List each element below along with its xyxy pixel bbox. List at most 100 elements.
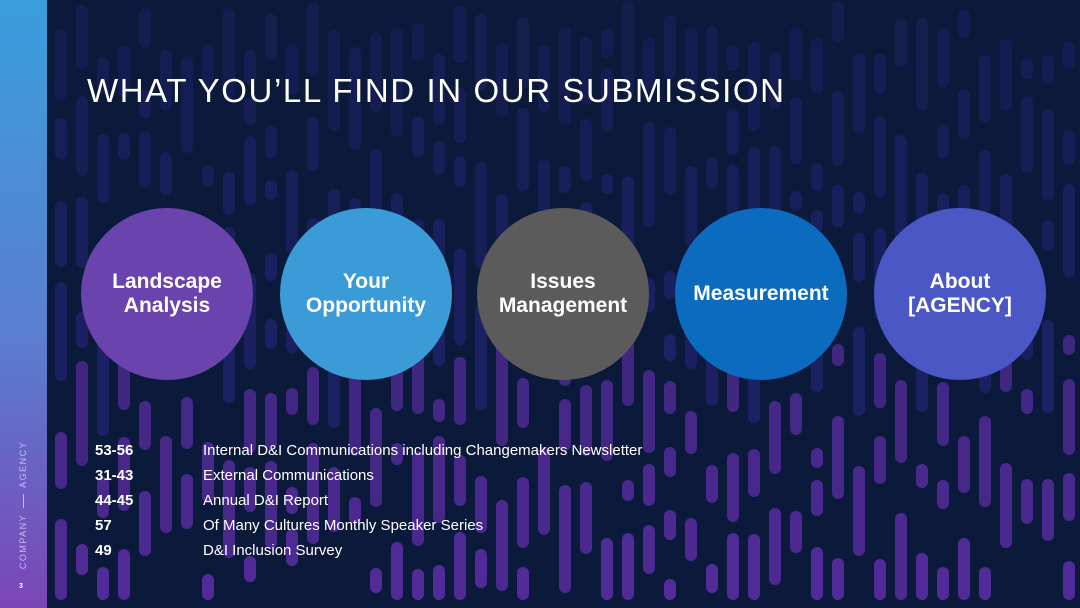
background-bar xyxy=(895,18,907,68)
background-bar xyxy=(244,556,256,583)
background-bar xyxy=(517,16,529,90)
background-bar xyxy=(223,7,235,99)
background-bar xyxy=(601,173,613,195)
background-bar xyxy=(937,28,949,88)
background-bar xyxy=(748,42,760,131)
background-bar xyxy=(1042,478,1054,542)
background-bar xyxy=(664,15,676,81)
background-bar xyxy=(454,155,466,188)
background-bar xyxy=(139,89,151,118)
background-bar xyxy=(832,91,844,167)
background-bar xyxy=(559,26,571,125)
background-bar xyxy=(1063,473,1075,522)
background-bar xyxy=(664,578,676,600)
page-number: 3 xyxy=(19,583,23,590)
page-range: 31-43 xyxy=(95,467,134,484)
background-bar xyxy=(433,140,445,176)
background-bar xyxy=(1042,55,1054,84)
background-bar xyxy=(874,116,886,198)
background-bar xyxy=(55,432,67,490)
background-bar xyxy=(265,392,277,450)
background-bar xyxy=(601,380,613,461)
background-bar xyxy=(97,133,109,204)
background-bar xyxy=(748,533,760,600)
background-bar xyxy=(664,333,676,361)
circle-measurement: Measurement xyxy=(675,208,847,380)
background-bar xyxy=(139,8,151,49)
background-bar xyxy=(1021,95,1033,174)
background-bar xyxy=(958,9,970,39)
background-bar xyxy=(97,566,109,600)
background-bar xyxy=(643,464,655,507)
background-bar xyxy=(454,248,466,345)
background-bar xyxy=(916,553,928,600)
background-bar xyxy=(979,416,991,508)
background-bar xyxy=(349,361,361,456)
background-bar xyxy=(286,44,298,95)
background-bar xyxy=(265,13,277,61)
circle-label: About [AGENCY] xyxy=(908,270,1012,317)
background-bar xyxy=(937,479,949,510)
background-bar xyxy=(223,171,235,216)
background-bar xyxy=(664,447,676,478)
background-bar xyxy=(559,399,571,452)
background-bar xyxy=(1021,58,1033,80)
background-bar xyxy=(391,542,403,600)
background-bar xyxy=(664,510,676,540)
background-bar xyxy=(580,481,592,555)
item-description: Of Many Cultures Monthly Speaker Series xyxy=(203,517,484,534)
page-range: 53-56 xyxy=(95,442,134,459)
background-bar xyxy=(853,327,865,416)
background-bar xyxy=(685,166,697,247)
background-bar xyxy=(727,452,739,523)
background-bar xyxy=(265,460,277,549)
circle-your-opportunity: Your Opportunity xyxy=(280,208,452,380)
background-bar xyxy=(328,29,340,132)
circle-label: Landscape Analysis xyxy=(112,270,222,317)
background-bar xyxy=(769,508,781,585)
background-bar xyxy=(307,443,319,545)
background-bar xyxy=(811,162,823,191)
background-bar xyxy=(412,115,424,157)
background-bar xyxy=(538,447,550,535)
background-bar xyxy=(853,192,865,214)
background-bar xyxy=(727,109,739,155)
background-bar xyxy=(391,28,403,138)
background-bar xyxy=(706,464,718,503)
sidebar-brand: COMPANYAGENCY xyxy=(18,441,28,569)
agency-label: AGENCY xyxy=(18,440,28,488)
background-bar xyxy=(223,459,235,558)
background-bar xyxy=(811,447,823,469)
background-bar xyxy=(832,415,844,500)
page-range: 49 xyxy=(95,542,112,559)
background-bar xyxy=(874,353,886,409)
item-description: External Communications xyxy=(203,467,374,484)
background-bar xyxy=(454,356,466,426)
background-bar xyxy=(832,557,844,600)
background-bar xyxy=(496,43,508,117)
list-item: 53-56 Internal D&I Communications includi… xyxy=(95,438,642,463)
background-bar xyxy=(790,190,802,212)
background-bar xyxy=(1063,379,1075,455)
background-bar xyxy=(265,253,277,282)
background-bar xyxy=(496,499,508,591)
background-bar xyxy=(1042,319,1054,413)
background-bar xyxy=(118,132,130,160)
background-bar xyxy=(853,232,865,282)
item-description: D&I Inclusion Survey xyxy=(203,542,343,559)
background-bar xyxy=(1063,334,1075,355)
background-bar xyxy=(559,485,571,594)
background-bar xyxy=(790,393,802,435)
background-bar xyxy=(1063,40,1075,70)
background-bar xyxy=(811,546,823,600)
circle-issues-management: Issues Management xyxy=(477,208,649,380)
background-bar xyxy=(748,449,760,497)
background-bar xyxy=(496,193,508,239)
background-bar xyxy=(433,564,445,600)
background-bar xyxy=(55,200,67,267)
background-bar xyxy=(433,435,445,523)
background-bar xyxy=(517,108,529,193)
item-description: Internal D&I Communications including Ch… xyxy=(203,442,643,459)
contents-list: 53-56 Internal D&I Communications includi… xyxy=(95,438,642,563)
background-bar xyxy=(601,29,613,58)
